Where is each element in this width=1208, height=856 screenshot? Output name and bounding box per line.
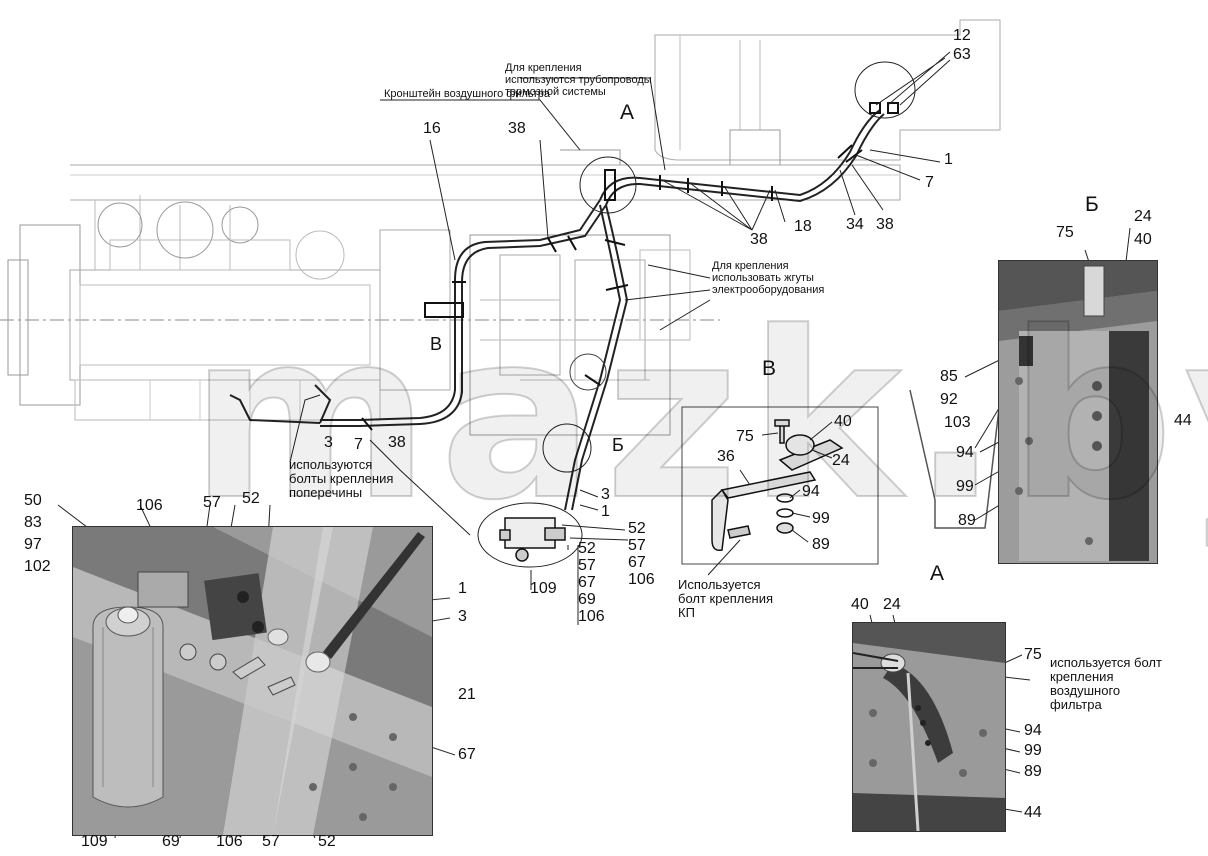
view-label-b-main: Б	[1085, 193, 1099, 216]
callout-v-36: 36	[717, 448, 735, 465]
callout-valve-52b: 52	[578, 540, 596, 557]
callout-v-89: 89	[812, 536, 830, 553]
callout-d-57-bot: 57	[262, 833, 280, 850]
callout-v-75: 75	[736, 428, 754, 445]
callout-b-75: 75	[1056, 224, 1074, 241]
callout-a-40: 40	[851, 596, 869, 613]
detail-view-fuel-filter	[72, 526, 433, 836]
callout-valve-57b: 57	[578, 557, 596, 574]
view-label-v-main: В	[762, 357, 777, 380]
callout-b-94: 94	[956, 444, 974, 461]
callout-a-99: 99	[1024, 742, 1042, 759]
callout-valve-106a: 106	[628, 571, 655, 588]
callout-a-89: 89	[1024, 763, 1042, 780]
callout-d-83: 83	[24, 514, 42, 531]
callout-b-89: 89	[958, 512, 976, 529]
note-air-filter-bolt: используется болт крепления воздушного ф…	[1050, 655, 1162, 712]
callout-3-left: 3	[324, 434, 333, 451]
callout-v-94: 94	[802, 483, 820, 500]
callout-valve-1: 1	[601, 503, 610, 520]
callout-18: 18	[794, 218, 812, 235]
callout-a-24: 24	[883, 596, 901, 613]
callout-d-67: 67	[458, 746, 476, 763]
callout-d-1: 1	[458, 580, 467, 597]
callout-12: 12	[953, 27, 971, 44]
callout-38-top: 38	[508, 120, 526, 137]
callout-b-85: 85	[940, 368, 958, 385]
callout-b-92: 92	[940, 391, 958, 408]
callout-d-57-top: 57	[203, 494, 221, 511]
view-label-a-main: А	[620, 101, 635, 124]
callout-valve-109: 109	[530, 580, 557, 597]
note-gearbox-bolt: Используется болт крепления КП	[678, 577, 774, 620]
callout-valve-67a: 67	[628, 554, 646, 571]
callout-b-24: 24	[1134, 208, 1152, 225]
callout-b-103: 103	[944, 414, 971, 431]
view-arrow-v: В	[430, 334, 443, 354]
callout-d-69: 69	[162, 833, 180, 850]
view-a-drawing	[853, 623, 1005, 831]
callout-valve-67b: 67	[578, 574, 596, 591]
view-label-b-circle: Б	[612, 435, 624, 455]
note-wiring: Для крепления использовать жгуты электро…	[712, 260, 825, 296]
view-label-a-detail: А	[930, 562, 945, 585]
callout-v-99: 99	[812, 510, 830, 527]
view-a-panel	[852, 622, 1006, 832]
callout-38-mid: 38	[750, 231, 768, 248]
callout-38-right: 38	[876, 216, 894, 233]
callout-d-50: 50	[24, 492, 42, 509]
callout-d-52-bot: 52	[318, 833, 336, 850]
callout-d-52-top: 52	[242, 490, 260, 507]
callout-b-99: 99	[956, 478, 974, 495]
view-b-drawing	[999, 261, 1157, 563]
callout-valve-3: 3	[601, 486, 610, 503]
callout-7-left: 7	[354, 436, 363, 453]
callout-v-40: 40	[834, 413, 852, 430]
callout-valve-69: 69	[578, 591, 596, 608]
callout-stack-valve-right: 52 57 67 106	[628, 520, 655, 588]
callout-valve-52a: 52	[628, 520, 646, 537]
detail-view-drawing	[73, 527, 432, 835]
callout-63: 63	[953, 46, 971, 63]
callout-stack-valve-down: 52 57 67 69 106	[578, 540, 605, 625]
callout-d-109: 109	[81, 833, 108, 850]
callout-stack-detail-left: 50 83 97 102	[24, 490, 51, 578]
callout-d-106-bot: 106	[216, 833, 243, 850]
callout-d-106-top: 106	[136, 497, 163, 514]
callout-a-94: 94	[1024, 722, 1042, 739]
callout-d-102: 102	[24, 558, 51, 575]
callout-valve-57a: 57	[628, 537, 646, 554]
callout-b-40: 40	[1134, 231, 1152, 248]
callout-d-3: 3	[458, 608, 467, 625]
callout-a-44: 44	[1024, 804, 1042, 821]
note-crossmember-bolts: используются болты крепления поперечины	[289, 457, 394, 500]
view-b-panel	[998, 260, 1158, 564]
callout-34: 34	[846, 216, 864, 233]
callout-38-left: 38	[388, 434, 406, 451]
callout-d-97: 97	[24, 536, 42, 553]
callout-a-75: 75	[1024, 646, 1042, 663]
watermark: mazk.by	[189, 284, 1208, 551]
callout-1-top: 1	[944, 151, 953, 168]
callout-16: 16	[423, 120, 441, 137]
callout-v-24: 24	[832, 452, 850, 469]
note-brake-lines: Для крепления используются трубопроводы …	[505, 62, 652, 98]
callout-valve-106b: 106	[578, 608, 605, 625]
note-air-filter-bracket: Кронштейн воздушного фильтра	[384, 88, 551, 100]
callout-d-21: 21	[458, 686, 476, 703]
callout-7-top: 7	[925, 174, 934, 191]
callout-b-44: 44	[1174, 412, 1192, 429]
